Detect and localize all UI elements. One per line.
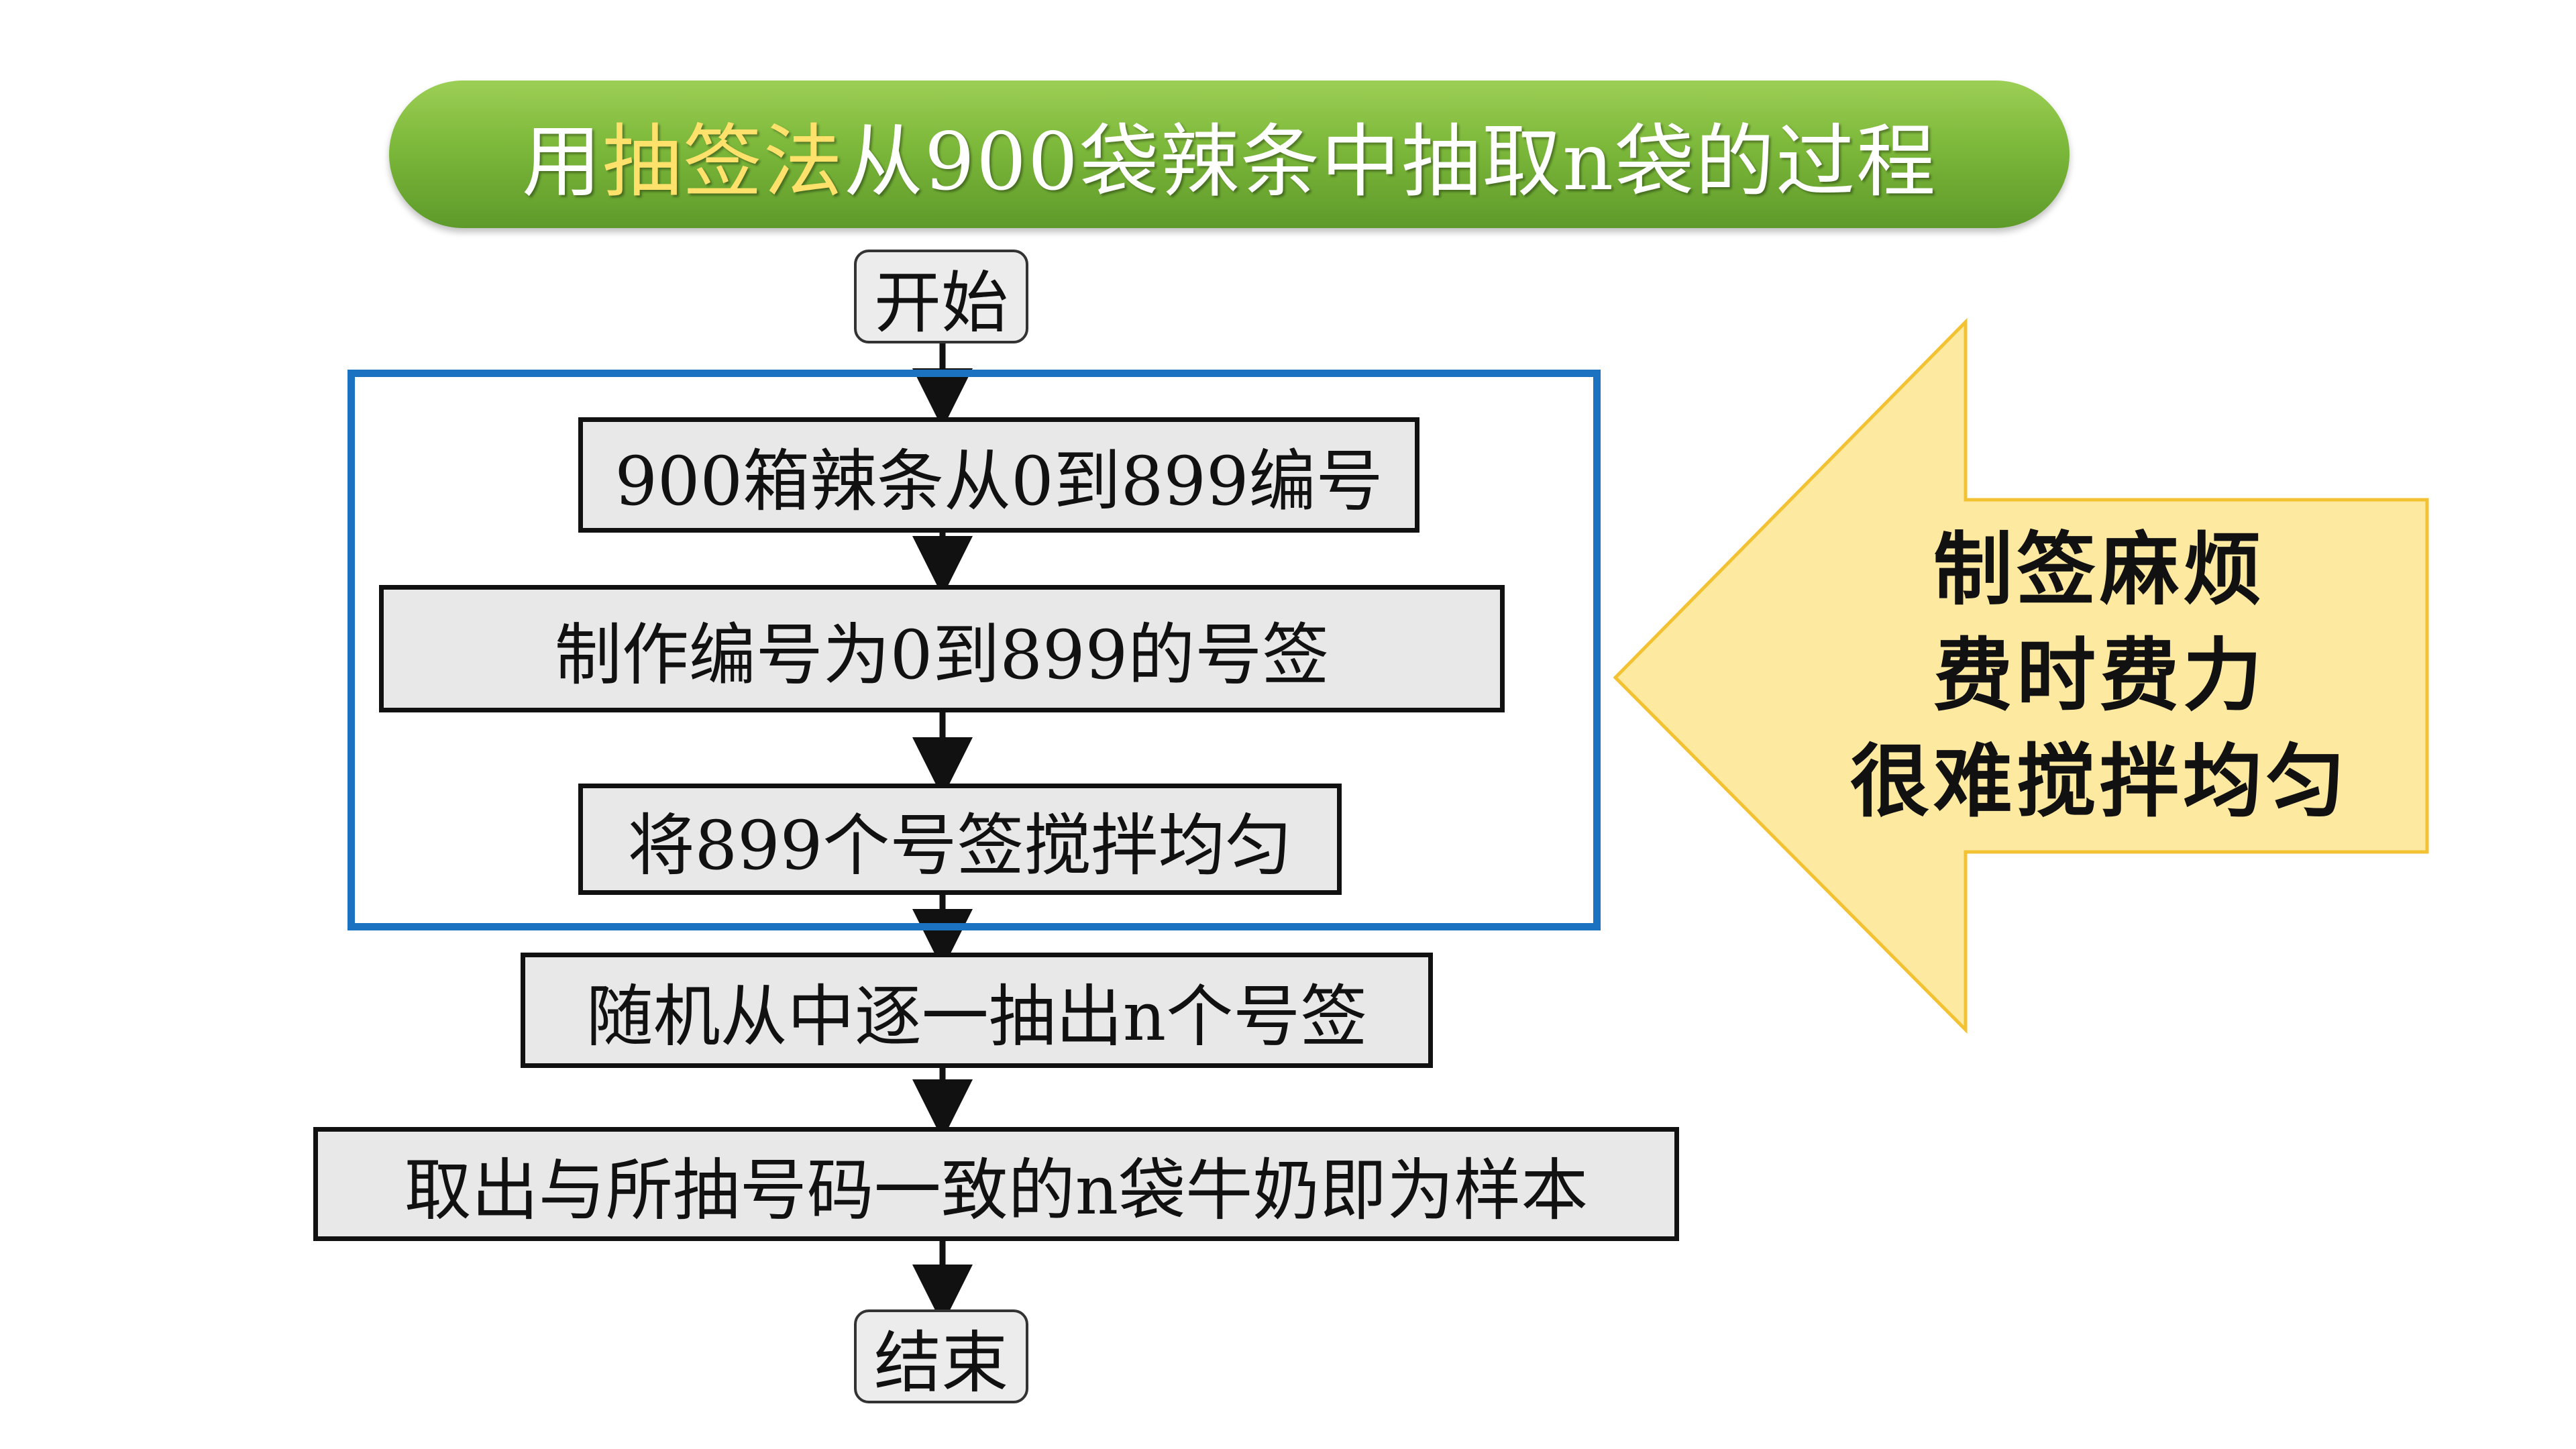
step-4-label: 随机从中逐一抽出n个号签	[586, 977, 1368, 1056]
step-1-label: 900箱辣条从0到899编号	[614, 441, 1383, 521]
step-3-label: 将899个号签搅拌均匀	[627, 806, 1293, 885]
title-banner: 用抽签法从900袋辣条中抽取n袋的过程	[389, 80, 2070, 228]
page-title: 用抽签法从900袋辣条中抽取n袋的过程	[522, 97, 1937, 212]
step-2-label: 制作编号为0到899的号签	[554, 615, 1330, 694]
callout-line-3: 很难搅拌均匀	[1849, 735, 2349, 828]
callout-line-2: 费时费力	[1933, 629, 2266, 722]
step-1-box: 900箱辣条从0到899编号	[578, 417, 1419, 533]
end-node: 结束	[854, 1309, 1028, 1403]
step-2-box: 制作编号为0到899的号签	[379, 585, 1505, 712]
step-5-label: 取出与所抽号码一致的n袋牛奶即为样本	[404, 1150, 1589, 1230]
title-highlight: 抽签法	[602, 115, 844, 208]
title-prefix: 用	[521, 115, 602, 208]
preparation-group-frame	[347, 370, 1601, 930]
step-4-box: 随机从中逐一抽出n个号签	[521, 953, 1433, 1068]
callout-text: 制签麻烦 费时费力 很难搅拌均匀	[1811, 517, 2388, 835]
title-suffix: 从900袋辣条中抽取n袋的过程	[843, 115, 1937, 208]
end-label: 结束	[874, 1323, 1008, 1402]
callout-line-1: 制签麻烦	[1933, 523, 2266, 616]
step-3-box: 将899个号签搅拌均匀	[578, 784, 1342, 895]
step-5-box: 取出与所抽号码一致的n袋牛奶即为样本	[313, 1127, 1679, 1241]
start-label: 开始	[874, 263, 1008, 342]
callout-arrow-shape	[1613, 317, 2429, 1034]
start-node: 开始	[854, 250, 1028, 343]
